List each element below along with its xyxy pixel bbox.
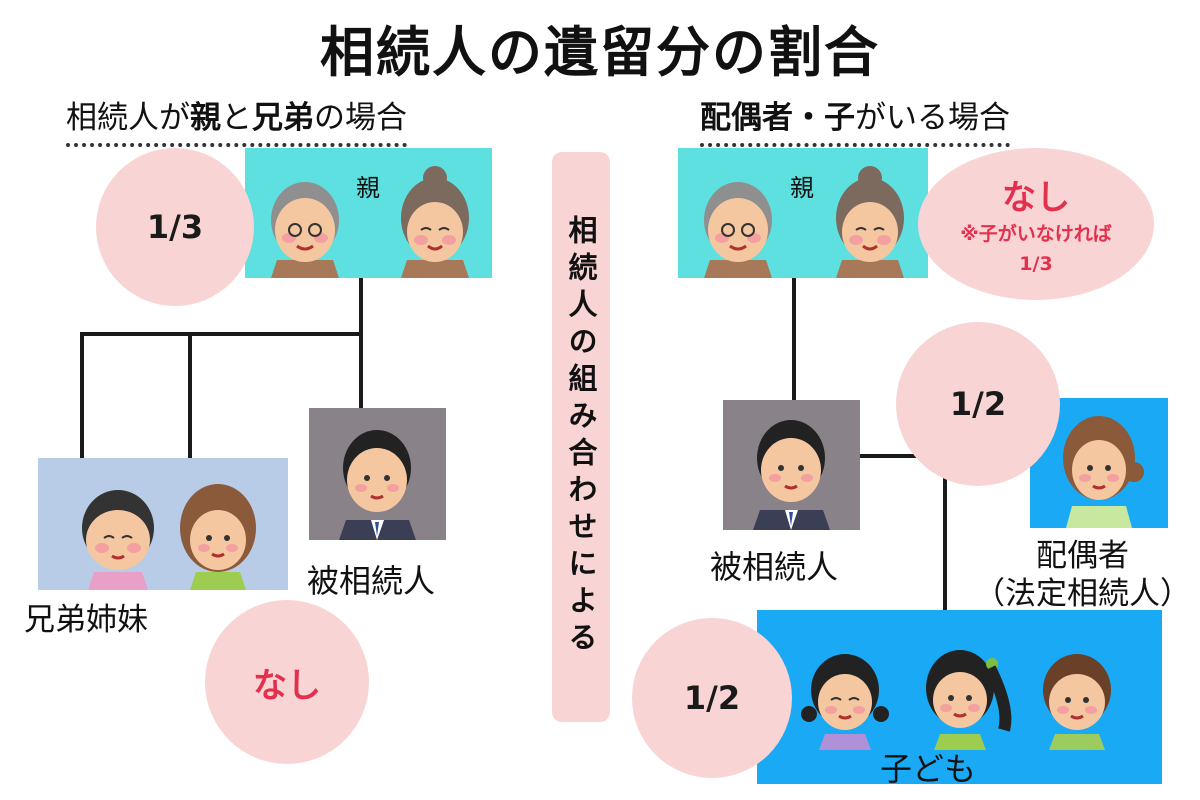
left-siblings-share: なし [253, 665, 321, 706]
spouse-illustration [1063, 416, 1144, 528]
left-parents-box [245, 148, 492, 278]
left-siblings-label: 兄弟姉妹 [24, 602, 148, 638]
diagram-title: 相続人の遺留分の割合 [320, 21, 880, 84]
left-tree-line [80, 332, 363, 336]
left-heading-part: と [221, 100, 252, 136]
right-deceased-box [723, 400, 860, 530]
left-heading-part: の場合 [314, 100, 407, 136]
left-siblings-share-circle: なし [205, 600, 369, 764]
right-parents-label: 親 [790, 174, 814, 202]
spouse-label: 配偶者 [1036, 538, 1129, 574]
left-heading-part: 相続人が [66, 100, 190, 136]
spouse-share: 1/2 [949, 385, 1007, 423]
spouse-share-circle: 1/2 [896, 322, 1060, 486]
children-illustration [801, 650, 1111, 750]
children-share-circle: 1/2 [632, 618, 792, 778]
right-parents-note-share: 1/3 [1019, 252, 1053, 275]
children-label: 子ども [880, 750, 977, 788]
deceased-man-illustration [753, 420, 830, 530]
right-parents-note: ※子がいなければ [960, 222, 1112, 245]
left-heading: 相続人が親と兄弟の場合 [66, 92, 407, 147]
center-text: 相続人の組み合わせによる [564, 215, 598, 659]
left-deceased-label: 被相続人 [307, 562, 436, 600]
right-parents-share-circle: なし ※子がいなければ 1/3 [918, 148, 1154, 300]
siblings-illustration [82, 484, 256, 590]
right-heading-part: がいる場合 [855, 100, 1010, 136]
deceased-man-illustration [339, 430, 416, 540]
left-parents-share: 1/3 [146, 208, 204, 246]
left-tree-line [188, 332, 192, 458]
right-parents-box [678, 148, 928, 278]
right-tree-line [943, 454, 947, 610]
left-siblings-box [38, 458, 288, 590]
left-heading-bold-parent: 親 [190, 100, 221, 136]
spouse-box [1030, 398, 1168, 528]
right-deceased-label: 被相続人 [710, 548, 839, 586]
left-tree-line [359, 278, 363, 408]
left-parents-label: 親 [356, 174, 380, 202]
grandparents-illustration [271, 166, 469, 278]
left-deceased-box [309, 408, 446, 540]
right-heading-bold: 配偶者・子 [700, 100, 855, 136]
right-tree-line [792, 278, 796, 400]
children-share: 1/2 [683, 679, 741, 717]
children-box [757, 610, 1162, 784]
grandparents-illustration [704, 166, 904, 278]
spouse-label-legal-heir: （法定相続人） [974, 576, 1191, 612]
left-parents-share-circle: 1/3 [96, 148, 254, 306]
right-parents-share: なし [1002, 177, 1070, 218]
left-tree-line [80, 332, 84, 458]
right-heading: 配偶者・子がいる場合 [700, 92, 1010, 147]
center-combination-note: 相続人の組み合わせによる [552, 152, 610, 722]
left-heading-bold-siblings: 兄弟 [252, 100, 314, 136]
